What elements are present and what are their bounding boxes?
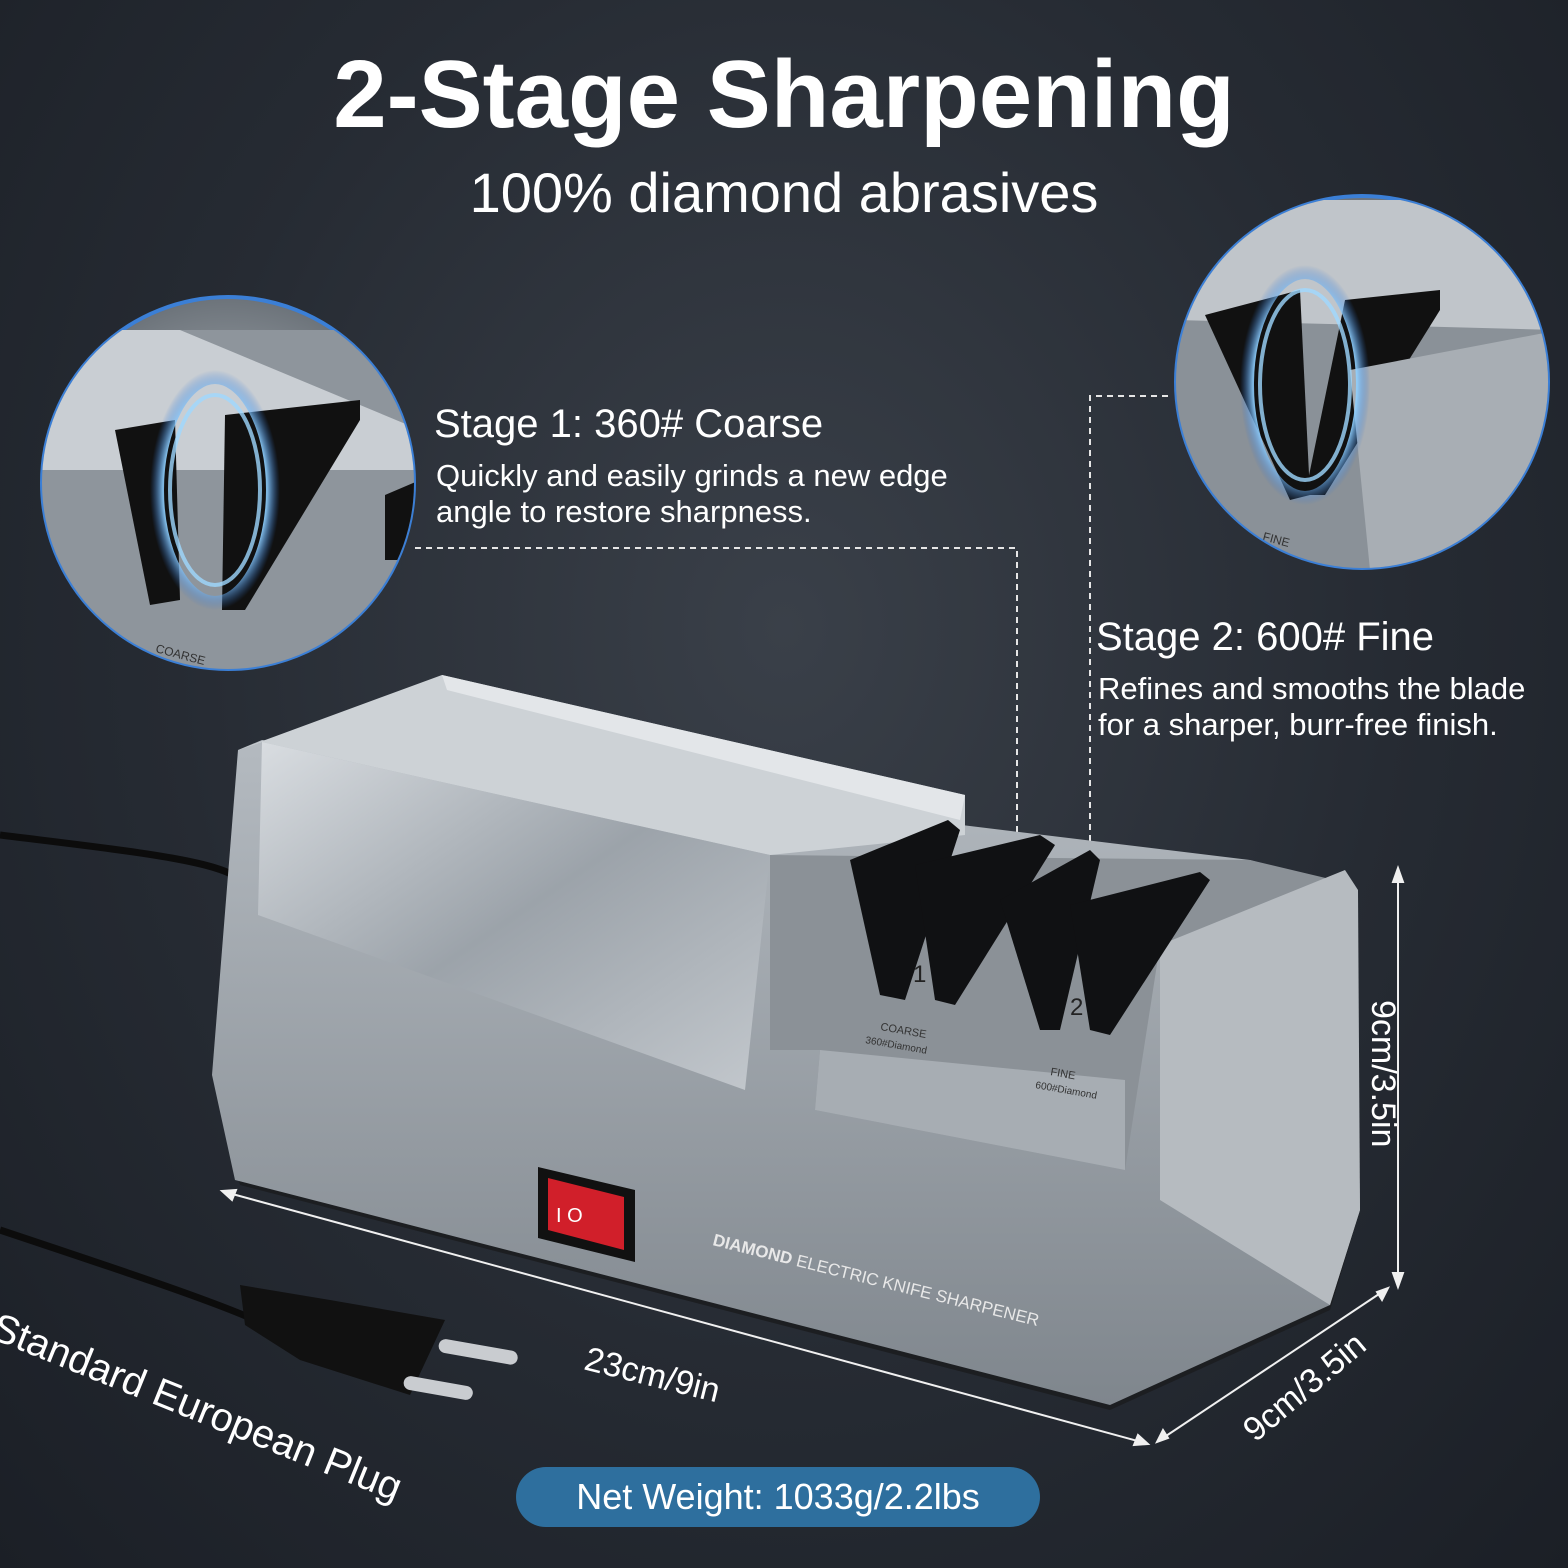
dimension-arrows: [219, 865, 1405, 1447]
slot-number-1: 1: [913, 961, 926, 988]
stage2-title: Stage 2: 600# Fine: [1096, 615, 1435, 659]
stage1-leader-line: [415, 547, 1018, 865]
stage1-description-line2: angle to restore sharpness.: [436, 494, 812, 529]
stage2-zoom-circle: FINE: [1174, 194, 1550, 570]
stage1-description-line1: Quickly and easily grinds a new edge: [436, 458, 948, 493]
stage2-leader-line: [1089, 395, 1168, 900]
stage1-description: Quickly and easily grinds a new edge ang…: [436, 458, 1036, 530]
stage2-description: Refines and smooths the blade for a shar…: [1098, 671, 1558, 743]
dimension-height-label: 9cm/3.5in: [1364, 1000, 1402, 1148]
stage1-zoom-circle: COARSE #Diamond: [40, 295, 416, 671]
stage2-description-line2: for a sharper, burr-free finish.: [1098, 707, 1498, 742]
slot-number-2: 2: [1070, 994, 1083, 1021]
net-weight-badge: Net Weight: 1033g/2.2lbs: [516, 1467, 1040, 1527]
page-title: 2-Stage Sharpening: [333, 41, 1235, 148]
stage1-title: Stage 1: 360# Coarse: [434, 402, 824, 446]
net-weight-label: Net Weight: 1033g/2.2lbs: [576, 1476, 980, 1517]
power-switch: [548, 1178, 624, 1250]
stage2-description-line1: Refines and smooths the blade: [1098, 671, 1526, 706]
switch-marks: I O: [556, 1205, 583, 1227]
power-cord: [0, 831, 243, 883]
power-cord-lower: [0, 1226, 257, 1324]
slot-label-fine: FINE: [1049, 1066, 1076, 1082]
sharpener-body: 1 2 COARSE 360#Diamond FINE 600#Diamond …: [212, 675, 1360, 1410]
page-subtitle: 100% diamond abrasives: [469, 161, 1099, 224]
european-plug: [240, 1285, 518, 1400]
